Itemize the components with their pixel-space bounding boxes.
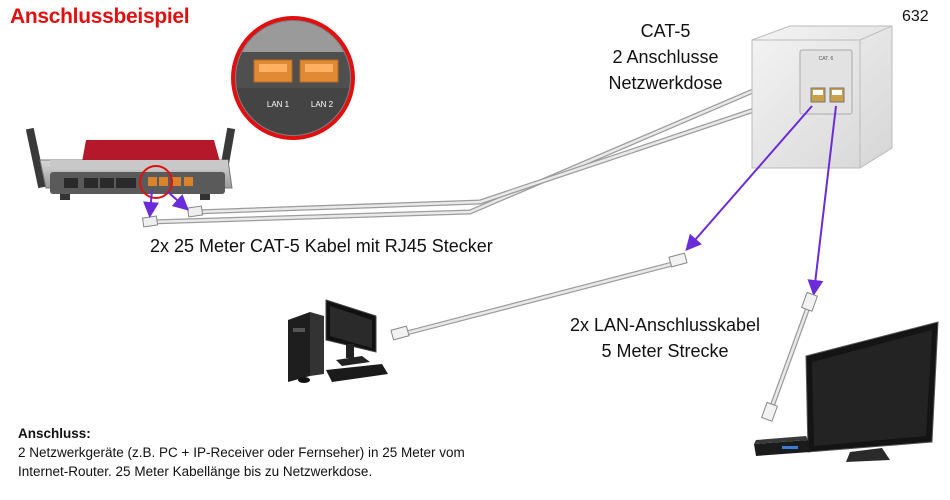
page-title: Anschlussbeispiel (10, 5, 190, 28)
lan-port-zoom-view: LAN 1 LAN 2 (231, 16, 355, 140)
lan-cable-description: 2x LAN-Anschlusskabel 5 Meter Strecke (540, 312, 790, 364)
wall-box-line-3: Netzwerkdose (608, 73, 723, 93)
short-lan-cables (390, 252, 819, 422)
router-rj45-plugs (141, 205, 204, 228)
long-network-cables (149, 85, 761, 225)
network-wall-box: CAT. 6 (751, 25, 893, 169)
wall-box-port-label: CAT. 6 (819, 56, 834, 62)
note-heading: Anschluss: (18, 426, 91, 441)
tv-and-receiver (754, 321, 939, 462)
zoom-port-label-lan2: LAN 2 (311, 100, 334, 109)
wall-box-description: CAT-5 2 Anschlusse Netzwerkdose (578, 18, 753, 96)
note-line-2: Internet-Router. 25 Meter Kabellänge bis… (18, 464, 373, 479)
note-line-1: 2 Netzwerkgeräte (z.B. PC + IP-Receiver … (18, 445, 465, 460)
lan-cable-line-2: 5 Meter Strecke (601, 341, 729, 361)
desktop-pc (288, 299, 388, 383)
zoom-port-label-lan1: LAN 1 (267, 100, 290, 109)
lan-port-highlight-ring (139, 165, 173, 199)
wall-box-line-1: CAT-5 (640, 21, 691, 41)
arrow-lan2 (167, 191, 189, 211)
connection-note: Anschluss: 2 Netzwerkgeräte (z.B. PC + I… (18, 424, 578, 481)
arrow-to-pc-cable (685, 105, 813, 252)
arrow-to-tv-cable (807, 105, 837, 296)
long-cable-label: 2x 25 Meter CAT-5 Kabel mit RJ45 Stecker (150, 236, 493, 256)
lan-cable-line-1: 2x LAN-Anschlusskabel (569, 315, 761, 335)
page-number: 632 (902, 8, 929, 25)
wall-box-line-2: 2 Anschlusse (612, 47, 719, 67)
router (25, 127, 236, 200)
arrow-lan1 (143, 189, 159, 218)
